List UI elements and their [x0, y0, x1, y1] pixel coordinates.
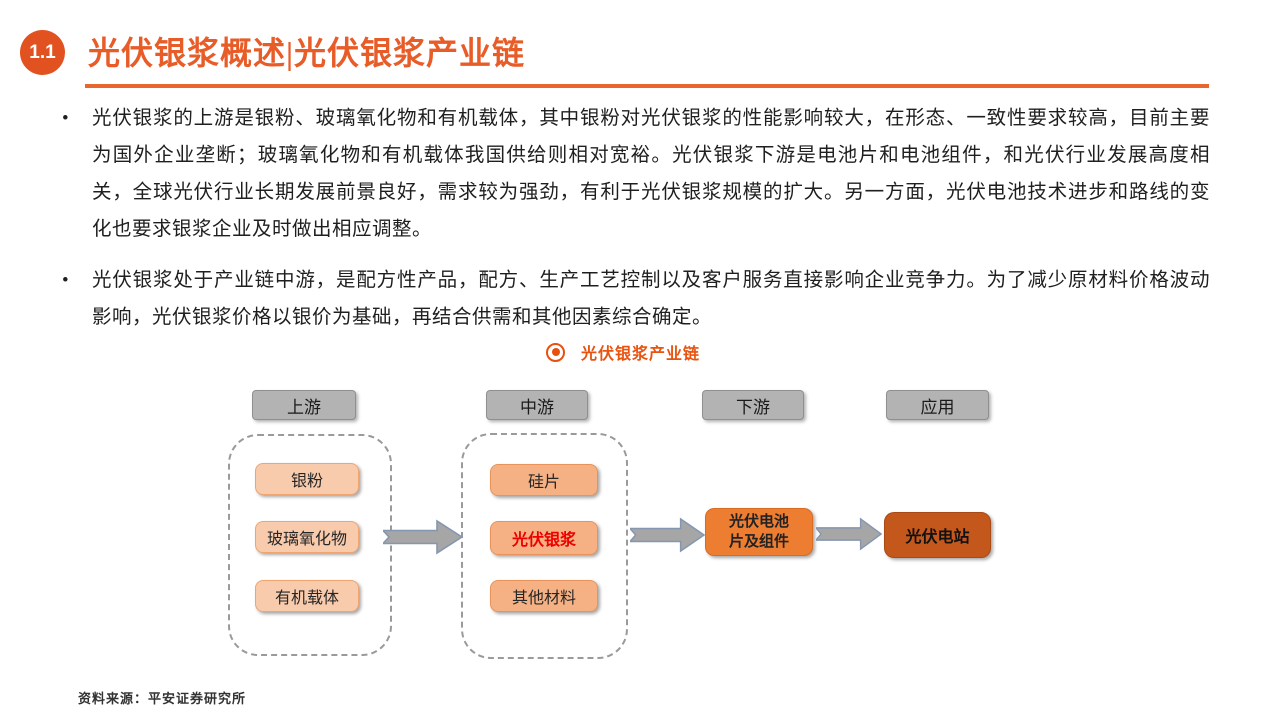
stage-upstream: 上游: [252, 390, 356, 420]
node-label: 银粉: [290, 473, 323, 490]
stage-application: 应用: [886, 390, 989, 420]
node-label: 有机载体: [274, 590, 339, 607]
flow-arrow-icon: [630, 517, 705, 553]
bullet-text-1: 光伏银浆的上游是银粉、玻璃氧化物和有机载体，其中银粉对光伏银浆的性能影响较大，在…: [92, 108, 1210, 240]
node-label: 光伏电池片及组件: [728, 512, 789, 550]
stage-downstream: 下游: [702, 390, 804, 420]
flow-arrow-icon: [816, 517, 882, 551]
bullet-list: • 光伏银浆的上游是银粉、玻璃氧化物和有机载体，其中银粉对光伏银浆的性能影响较大…: [62, 100, 1210, 350]
node-pv-power-station: 光伏电站: [884, 512, 991, 558]
title-underline: [85, 84, 1209, 88]
node-pv-cells-modules: 光伏电池片及组件: [705, 508, 813, 556]
bullet-item: • 光伏银浆的上游是银粉、玻璃氧化物和有机载体，其中银粉对光伏银浆的性能影响较大…: [62, 100, 1210, 248]
stage-midstream: 中游: [486, 390, 588, 420]
bullseye-icon: [546, 342, 565, 362]
flow-arrow-icon: [383, 519, 463, 555]
node-pv-silver-paste: 光伏银浆: [490, 521, 598, 555]
bullseye-dot: [551, 348, 560, 356]
node-label-highlight: 光伏银浆: [511, 532, 576, 549]
midstream-group-frame: [461, 433, 628, 659]
upstream-group-frame: [228, 434, 392, 656]
bullet-text-2: 光伏银浆处于产业链中游，是配方性产品，配方、生产工艺控制以及客户服务直接影响企业…: [92, 270, 1210, 328]
bullet-dot: •: [62, 270, 69, 291]
source-note: 资料来源：平安证券研究所: [78, 691, 247, 706]
diagram-caption: 光伏银浆产业链: [546, 340, 700, 364]
node-organic-carrier: 有机载体: [255, 580, 359, 612]
node-other-materials: 其他材料: [490, 580, 598, 612]
node-label: 光伏电站: [905, 529, 970, 546]
node-label: 硅片: [527, 474, 560, 491]
node-silver-powder: 银粉: [255, 463, 359, 495]
bullet-dot: •: [62, 108, 69, 129]
node-glass-oxide: 玻璃氧化物: [255, 521, 359, 553]
node-label: 玻璃氧化物: [266, 531, 347, 548]
diagram-caption-label: 光伏银浆产业链: [581, 346, 701, 363]
section-number-badge: 1.1: [20, 30, 65, 75]
page-title: 光伏银浆概述|光伏银浆产业链: [88, 35, 526, 71]
node-silicon-wafer: 硅片: [490, 464, 598, 496]
node-label: 其他材料: [511, 590, 576, 607]
bullet-item: • 光伏银浆处于产业链中游，是配方性产品，配方、生产工艺控制以及客户服务直接影响…: [62, 262, 1210, 336]
